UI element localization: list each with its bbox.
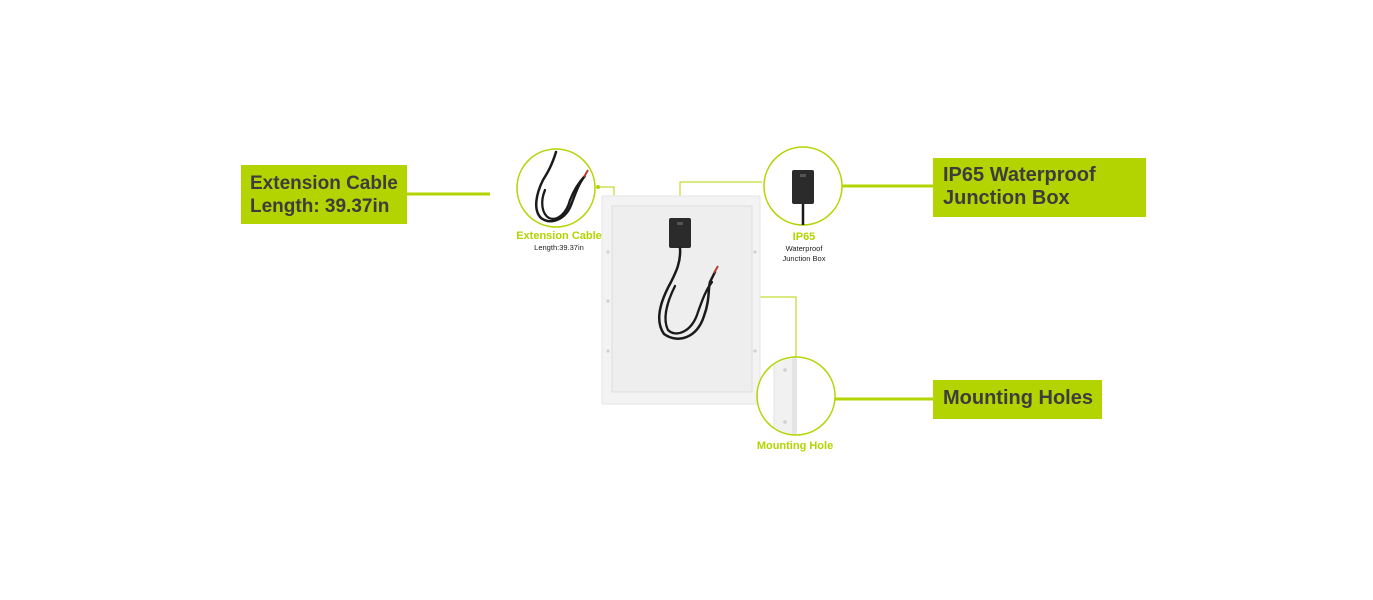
junction-box-tag: IP65 Waterproof Junction Box: [933, 158, 1146, 217]
mounting-hole: [606, 299, 610, 303]
extension-cable-caption-title: Extension Cable: [516, 230, 602, 242]
mounting-hole-caption-title: Mounting Hole: [756, 440, 834, 452]
junction-box-tag-line1: IP65 Waterproof: [943, 164, 1096, 186]
holes-zoom-hole: [783, 368, 787, 372]
junction-box-caption: IP65 Waterproof Junction Box: [760, 231, 848, 264]
mounting-holes-tag-label: Mounting Holes: [943, 387, 1093, 409]
cable-zoom-red-tip: [583, 169, 589, 178]
extension-cable-tag-line2: Length: 39.37in: [250, 196, 390, 217]
leader-lines: [407, 181, 933, 401]
junction-box-clip: [677, 222, 683, 225]
cable-red-tip: [713, 265, 719, 274]
mounting-hole: [606, 250, 610, 254]
junction-zoom: [763, 146, 843, 226]
holes-zoom: [756, 356, 836, 436]
mounting-hole: [606, 349, 610, 353]
junction-zoom-box: [792, 170, 814, 204]
extension-cable-tag-line1: Extension Cable: [250, 173, 398, 194]
holes-zoom-frame: [773, 358, 795, 434]
mounting-hole: [753, 250, 757, 254]
extension-cable-loop: [664, 280, 714, 335]
cable-zoom: [516, 148, 596, 228]
extension-cable: [657, 246, 717, 340]
leader-dot: [596, 185, 600, 189]
extension-cable-caption-sub: Length:39.37in: [534, 243, 584, 252]
junction-zoom-clip: [800, 174, 806, 177]
holes-zoom-hole: [783, 420, 787, 424]
cable-zoom-wire: [535, 150, 586, 223]
cable-zoom-wire-loop: [541, 174, 587, 221]
holes-zoom-frame-edge: [792, 358, 797, 434]
extension-cable-caption: Extension Cable Length:39.37in: [510, 230, 608, 253]
holes-zoom-leader: [754, 296, 797, 357]
mounting-holes-tag: Mounting Holes: [933, 380, 1102, 419]
junction-box-caption-title: IP65: [792, 231, 816, 243]
mounting-hole: [753, 349, 757, 353]
mounting-holes: [606, 250, 757, 353]
cable-zoom-circle: [516, 148, 596, 228]
extension-cable-tag: Extension Cable Length: 39.37in: [241, 165, 407, 224]
junction-box-caption-sub1: Waterproof: [785, 244, 823, 253]
junction-box: [669, 218, 691, 248]
mounting-hole-caption: Mounting Hole: [745, 440, 845, 453]
junction-box-caption-sub2: Junction Box: [782, 254, 826, 263]
solar-panel: [601, 195, 761, 405]
junction-box-tag-line2: Junction Box: [943, 187, 1070, 209]
